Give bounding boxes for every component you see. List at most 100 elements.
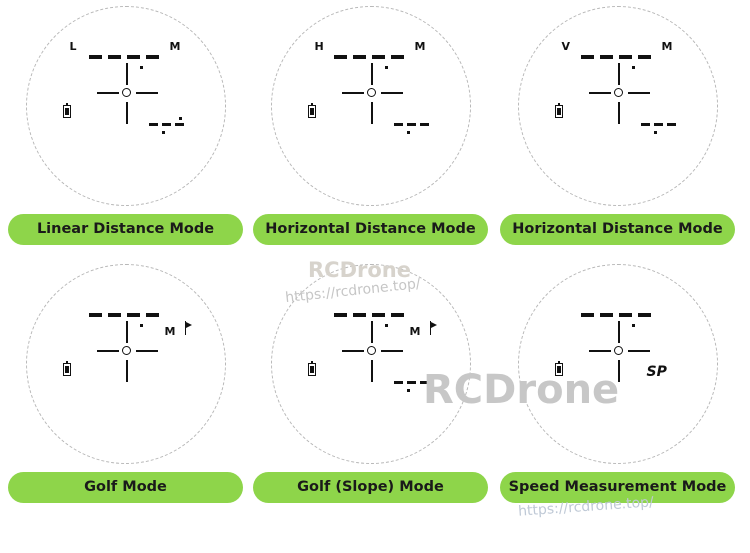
- crosshair-arm-left: [96, 92, 119, 94]
- scope-view-golf: M: [25, 264, 226, 464]
- readout-digit: [393, 123, 403, 126]
- scope-view-golf-slope: M: [270, 264, 471, 464]
- readout-digit: [145, 313, 159, 317]
- secondary-decimal-point: [161, 131, 165, 134]
- crosshair-arm-top: [370, 63, 373, 85]
- crosshair-arm-bottom: [617, 102, 620, 124]
- readout-digit: [580, 313, 594, 317]
- battery-icon: [307, 361, 316, 376]
- crosshair-center-ring: [613, 88, 623, 97]
- golf-flag-icon: [429, 321, 439, 335]
- scope-view-speed-measurement: SP: [517, 264, 718, 464]
- crosshair-arm-top: [370, 321, 373, 343]
- readout-digit: [637, 313, 651, 317]
- readout-digit: [333, 55, 347, 59]
- mode-label-vertical-distance: Horizontal Distance Mode: [500, 214, 735, 245]
- crosshair-center-ring: [366, 88, 376, 97]
- crosshair-arm-right: [627, 92, 650, 94]
- readout-digit: [126, 313, 140, 317]
- flag-pole: [429, 321, 432, 335]
- crosshair-arm-top: [125, 63, 128, 85]
- secondary-decimal-point: [406, 389, 410, 392]
- readout-digit: [406, 381, 416, 384]
- primary-readout-linear-distance: [88, 55, 159, 59]
- readout-digit: [126, 55, 140, 59]
- crosshair-arm-right: [135, 92, 158, 94]
- battery-icon: [554, 361, 563, 376]
- mode-letter-linear-distance: L: [69, 40, 78, 53]
- crosshair-arm-left: [341, 350, 364, 352]
- unit-label-horizontal-distance: M: [414, 40, 426, 53]
- readout-digit: [174, 123, 184, 126]
- readout-digit: [352, 313, 366, 317]
- crosshair-arm-top: [125, 321, 128, 343]
- crosshair-center-ring: [121, 346, 131, 355]
- secondary-readout-vertical-distance: [640, 123, 676, 126]
- crosshair-arm-bottom: [125, 102, 128, 124]
- unit-label-golf: M: [164, 325, 176, 338]
- readout-digit: [148, 123, 158, 126]
- crosshair-arm-right: [380, 92, 403, 94]
- secondary-readout-golf-slope: [393, 381, 429, 384]
- mode-label-linear-distance: Linear Distance Mode: [8, 214, 243, 245]
- golf-flag-icon: [184, 321, 194, 335]
- readout-digit: [371, 55, 385, 59]
- crosshair-arm-top: [617, 321, 620, 343]
- readout-digit: [88, 55, 102, 59]
- primary-readout-vertical-distance: [580, 55, 651, 59]
- readout-digit: [107, 313, 121, 317]
- readout-digit: [419, 123, 429, 126]
- mode-label-golf-slope: Golf (Slope) Mode: [253, 472, 488, 503]
- mode-label-horizontal-distance: Horizontal Distance Mode: [253, 214, 488, 245]
- lcd-display-speed-measurement: SP: [519, 265, 717, 463]
- battery-icon: [307, 103, 316, 118]
- crosshair-center-ring: [366, 346, 376, 355]
- crosshair-arm-bottom: [617, 360, 620, 382]
- flag-pole: [184, 321, 187, 335]
- readout-digit: [390, 55, 404, 59]
- primary-readout-golf-slope: [333, 313, 404, 317]
- mode-label-golf: Golf Mode: [8, 472, 243, 503]
- battery-icon: [62, 361, 71, 376]
- mode-letter-horizontal-distance: H: [314, 40, 325, 53]
- readout-digit: [390, 313, 404, 317]
- secondary-readout-linear-distance: [148, 123, 184, 126]
- crosshair-center-ring: [613, 346, 623, 355]
- crosshair-arm-bottom: [370, 360, 373, 382]
- readout-digit: [640, 123, 650, 126]
- crosshair-arm-right: [135, 350, 158, 352]
- crosshair-arm-left: [96, 350, 119, 352]
- secondary-decimal-point: [653, 131, 657, 134]
- flag-cloth: [186, 321, 193, 328]
- unit-label-golf-slope: M: [409, 325, 421, 338]
- readout-digit: [145, 55, 159, 59]
- battery-icon: [62, 103, 71, 118]
- readout-digit: [161, 123, 171, 126]
- primary-decimal-point: [631, 324, 635, 327]
- crosshair-arm-right: [627, 350, 650, 352]
- flag-cloth: [431, 321, 438, 328]
- primary-decimal-point: [384, 66, 388, 69]
- readout-digit: [666, 123, 676, 126]
- secondary-superscript-dot: [178, 117, 182, 120]
- readout-digit: [653, 123, 663, 126]
- readout-digit: [618, 55, 632, 59]
- readout-digit: [599, 55, 613, 59]
- primary-readout-speed-measurement: [580, 313, 651, 317]
- crosshair-arm-top: [617, 63, 620, 85]
- readout-digit: [406, 123, 416, 126]
- readout-digit: [393, 381, 403, 384]
- battery-icon: [554, 103, 563, 118]
- primary-readout-golf: [88, 313, 159, 317]
- primary-decimal-point: [139, 324, 143, 327]
- crosshair-center-ring: [121, 88, 131, 97]
- readout-digit: [419, 381, 429, 384]
- primary-decimal-point: [631, 66, 635, 69]
